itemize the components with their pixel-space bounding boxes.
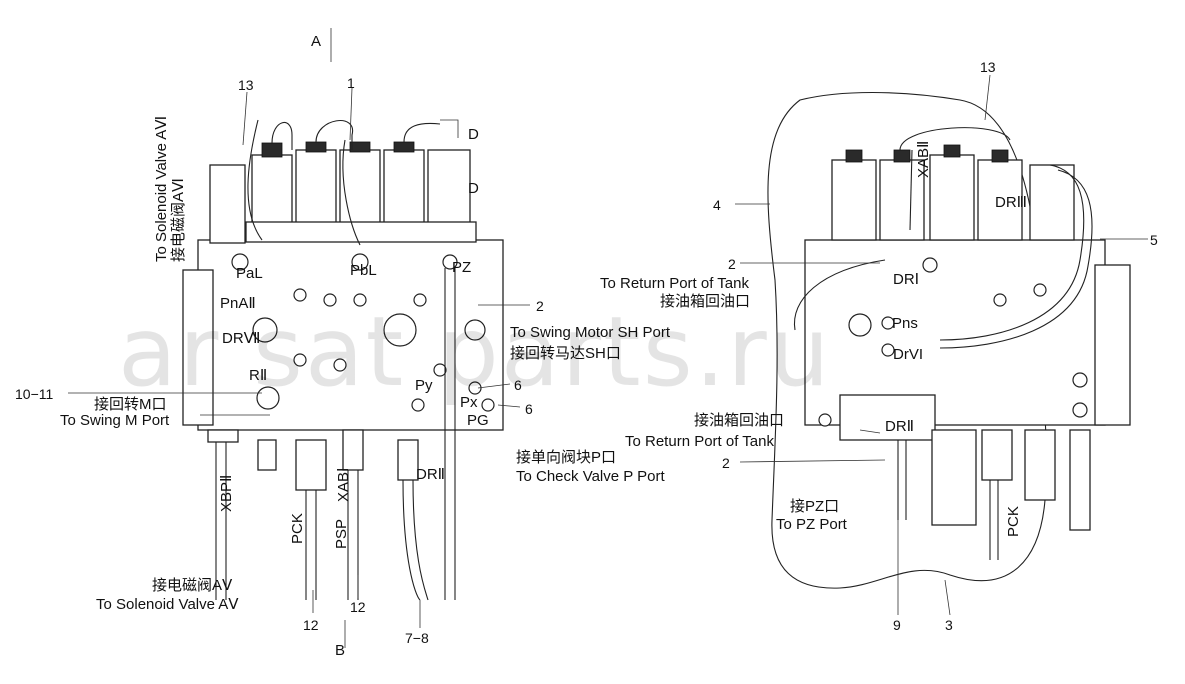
return-tank-en-lower: To Return Port of Tank: [625, 433, 774, 450]
callout-5: 5: [1150, 232, 1158, 248]
return-tank-cn-upper: 接油箱回油口: [660, 293, 750, 310]
check-valve-en: To Check Valve P Port: [516, 468, 666, 485]
swing-m-cn: 接回转M口: [94, 396, 167, 413]
watermark-logo: ar sat parts.ru: [118, 296, 832, 408]
check-valve-cn: 接单向阀块P口: [516, 449, 616, 466]
solenoid-a5-en: To Solenoid Valve AⅤ: [96, 596, 239, 613]
callout-13-left: 13: [238, 77, 254, 93]
solenoid-a6-cn: 接电磁阀AⅥ: [170, 178, 187, 262]
port-pns: Pns: [892, 315, 918, 332]
callout-12-left: 12: [303, 617, 319, 633]
port-psp: PSP: [333, 519, 350, 549]
solenoid-a5-cn: 接电磁阀AⅤ: [152, 577, 233, 594]
callout-2-right-lower: 2: [722, 455, 730, 471]
callout-7-8: 7−8: [405, 630, 429, 646]
callout-4: 4: [713, 197, 721, 213]
port-py: Py: [415, 377, 433, 394]
port-pal: PaL: [236, 265, 263, 282]
port-xab2: XABⅡ: [915, 141, 932, 178]
port-dr2-right: DRⅡ: [885, 418, 914, 435]
port-pg: PG: [467, 412, 489, 429]
callout-6-lower: 6: [525, 401, 533, 417]
port-xbp2: XBPⅡ: [218, 475, 235, 512]
view-label-d-top: D: [468, 126, 479, 143]
view-label-d-bottom: D: [468, 180, 479, 197]
right-valve-view: [735, 74, 1148, 616]
solenoid-a6-en: To Solenoid Valve AⅥ: [153, 116, 170, 262]
port-dr1: DRⅠ: [893, 271, 919, 288]
port-xab1: XABⅠ: [335, 468, 352, 502]
swing-m-en: To Swing M Port: [60, 412, 170, 429]
view-label-a: A: [311, 33, 321, 50]
port-dr3: DRⅢ: [995, 194, 1027, 211]
callout-9: 9: [893, 617, 901, 633]
pz-port-cn: 接PZ口: [790, 498, 839, 515]
callout-12-right: 12: [350, 599, 366, 615]
port-dr7: DRⅦ: [222, 330, 260, 347]
callout-10-11: 10−11: [15, 386, 53, 402]
port-px: Px: [460, 394, 478, 411]
port-pna2: PnAⅡ: [220, 295, 256, 312]
pz-port-en: To PZ Port: [776, 516, 848, 533]
callout-2-right-upper: 2: [728, 256, 736, 272]
callout-13-right: 13: [980, 59, 996, 75]
port-r2: RⅡ: [249, 367, 267, 384]
callout-6-upper: 6: [514, 377, 522, 393]
port-pck-left: PCK: [289, 513, 306, 544]
port-pbl: PbL: [350, 262, 377, 279]
port-pck-right: PCK: [1005, 506, 1022, 537]
swing-motor-sh-en: To Swing Motor SH Port: [510, 324, 671, 341]
port-drvi: DrVI: [893, 346, 923, 363]
view-label-b: B: [335, 642, 345, 659]
port-dr2-left: DRⅡ: [416, 466, 445, 483]
return-tank-en-upper: To Return Port of Tank: [600, 275, 749, 292]
return-tank-cn-lower: 接油箱回油口: [694, 412, 784, 429]
left-valve-view: [68, 28, 530, 648]
callout-1: 1: [347, 75, 355, 91]
callout-2-left: 2: [536, 298, 544, 314]
port-pz: PZ: [452, 259, 471, 276]
callout-3: 3: [945, 617, 953, 633]
swing-motor-sh-cn: 接回转马达SH口: [510, 345, 621, 362]
